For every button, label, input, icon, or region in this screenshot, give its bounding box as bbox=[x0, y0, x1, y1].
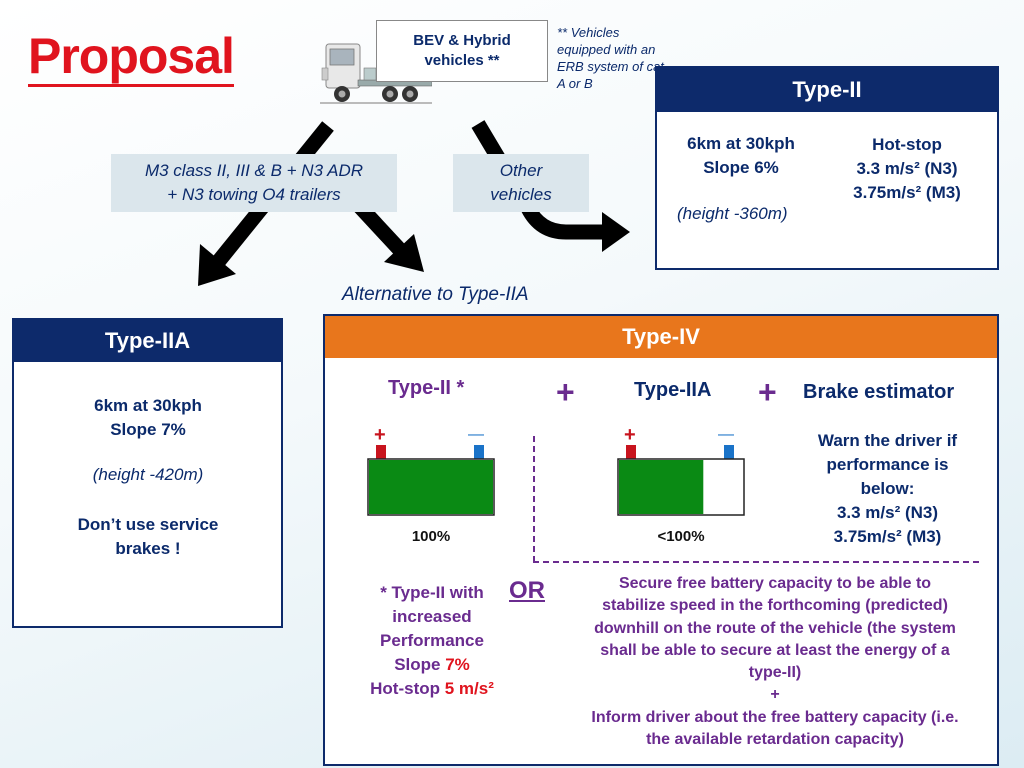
type-iv-component-type-ii: Type-II * bbox=[388, 377, 465, 399]
type-ii-speed: 6km at 30kph bbox=[687, 134, 795, 153]
type-ii-increased-footnote: * Type-II with increased Performance Slo… bbox=[358, 581, 506, 701]
footnote-slope: Slope 7% bbox=[358, 653, 506, 677]
page-title: Proposal bbox=[28, 28, 235, 87]
warn-line: Warn the driver if bbox=[817, 431, 958, 450]
type-ii-hotstop-m3: 3.75m/s² (M3) bbox=[853, 183, 961, 202]
dashed-divider-vertical bbox=[533, 436, 535, 562]
type-iia-slope: Slope 7% bbox=[110, 420, 186, 439]
type-iia-header: Type-IIA bbox=[14, 320, 281, 362]
bev-line2: vehicles ** bbox=[424, 52, 500, 69]
warn-line: performance is bbox=[826, 455, 949, 474]
branch-m3-n3: M3 class II, III & B + N3 ADR + N3 towin… bbox=[111, 154, 397, 212]
battery-full-label: 100% bbox=[411, 528, 451, 545]
branch-other-line2: vehicles bbox=[490, 185, 552, 204]
footnote-line: increased bbox=[392, 607, 472, 626]
type-iv-component-brake-estimator: Brake estimator bbox=[803, 381, 955, 403]
footnote-hotstop-value: 5 m/s² bbox=[444, 679, 494, 698]
brake-estimator-warning: Warn the driver if performance is below:… bbox=[800, 429, 975, 549]
plus-sign-2: + bbox=[758, 374, 777, 410]
type-iia-height: (height -420m) bbox=[92, 465, 204, 484]
type-ii-header: Type-II bbox=[657, 68, 997, 112]
type-iv-header: Type-IV bbox=[325, 316, 997, 358]
type-iv-component-type-iia: Type-IIA bbox=[634, 379, 712, 401]
secure-line: Secure free battery capacity to be able … bbox=[618, 575, 932, 592]
warn-line: 3.75m/s² (M3) bbox=[833, 527, 942, 546]
secure-line: + bbox=[770, 686, 780, 704]
battery-partial-icon: + — <100% bbox=[614, 424, 748, 545]
alternative-label: Alternative to Type-IIA bbox=[342, 284, 529, 305]
footnote-hotstop-label: Hot-stop bbox=[370, 679, 445, 698]
type-iia-speed: 6km at 30kph bbox=[94, 396, 202, 415]
branch-other-vehicles: Other vehicles bbox=[453, 154, 589, 212]
warn-line: 3.3 m/s² (N3) bbox=[836, 503, 939, 522]
type-ii-hotstop-label: Hot-stop bbox=[872, 135, 942, 154]
battery-plus-glyph: + bbox=[374, 425, 386, 446]
battery-partial-graphic: + — bbox=[617, 424, 745, 516]
secure-line: type-II) bbox=[748, 664, 802, 682]
type-ii-hotstop-n3: 3.3 m/s² (N3) bbox=[856, 159, 958, 178]
bev-hybrid-box: BEV & Hybrid vehicles ** bbox=[376, 20, 548, 82]
battery-minus-glyph: — bbox=[468, 426, 484, 443]
secure-line: stabilize speed in the forthcoming (pred… bbox=[602, 597, 948, 615]
footnote-line: Performance bbox=[380, 631, 484, 650]
secure-line: Inform driver about the free battery cap… bbox=[591, 708, 959, 726]
dashed-divider-horizontal bbox=[533, 561, 979, 563]
branch-m3-line2: + N3 towing O4 trailers bbox=[167, 185, 341, 204]
footnote-slope-value: 7% bbox=[445, 655, 470, 674]
battery-full-graphic: + — bbox=[367, 424, 495, 516]
type-ii-slope: Slope 6% bbox=[703, 158, 779, 177]
type-ii-spec: 6km at 30kph Slope 6% bbox=[673, 132, 809, 180]
or-label: OR bbox=[509, 577, 545, 604]
type-iia-panel: Type-IIA bbox=[12, 318, 283, 628]
footnote-line: * Type-II with bbox=[380, 583, 484, 602]
battery-full-icon: + — 100% bbox=[364, 424, 498, 545]
battery-partial-label: <100% bbox=[657, 528, 705, 545]
type-iia-warning-line1: Don’t use service bbox=[77, 515, 219, 534]
erb-footnote: ** Vehicles equipped with an ERB system … bbox=[557, 25, 664, 91]
battery-minus-glyph: — bbox=[718, 426, 734, 443]
secure-line: downhill on the route of the vehicle (th… bbox=[594, 619, 956, 637]
secure-battery-capacity-text: Secure free battery capacity to be able … bbox=[561, 573, 989, 751]
type-ii-height: (height -360m) bbox=[677, 204, 788, 223]
type-ii-hotstop: Hot-stop 3.3 m/s² (N3) 3.75m/s² (M3) bbox=[832, 133, 982, 205]
secure-line: the available retardation capacity) bbox=[646, 731, 904, 749]
footnote-slope-label: Slope bbox=[394, 655, 446, 674]
footnote-hotstop: Hot-stop 5 m/s² bbox=[358, 677, 506, 701]
type-iia-spec: 6km at 30kph Slope 7% bbox=[30, 394, 266, 442]
branch-m3-line1: M3 class II, III & B + N3 ADR bbox=[144, 161, 364, 180]
secure-line: shall be able to secure at least the ene… bbox=[600, 641, 950, 659]
plus-sign-1: + bbox=[556, 374, 575, 410]
type-ii-panel: Type-II bbox=[655, 66, 999, 270]
type-iia-warning-line2: brakes ! bbox=[115, 539, 181, 558]
battery-plus-glyph: + bbox=[624, 425, 636, 446]
branch-other-line1: Other bbox=[499, 161, 543, 180]
bev-line1: BEV & Hybrid bbox=[413, 32, 511, 49]
warn-line: below: bbox=[860, 479, 915, 498]
type-iia-warning: Don’t use service brakes ! bbox=[30, 513, 266, 561]
